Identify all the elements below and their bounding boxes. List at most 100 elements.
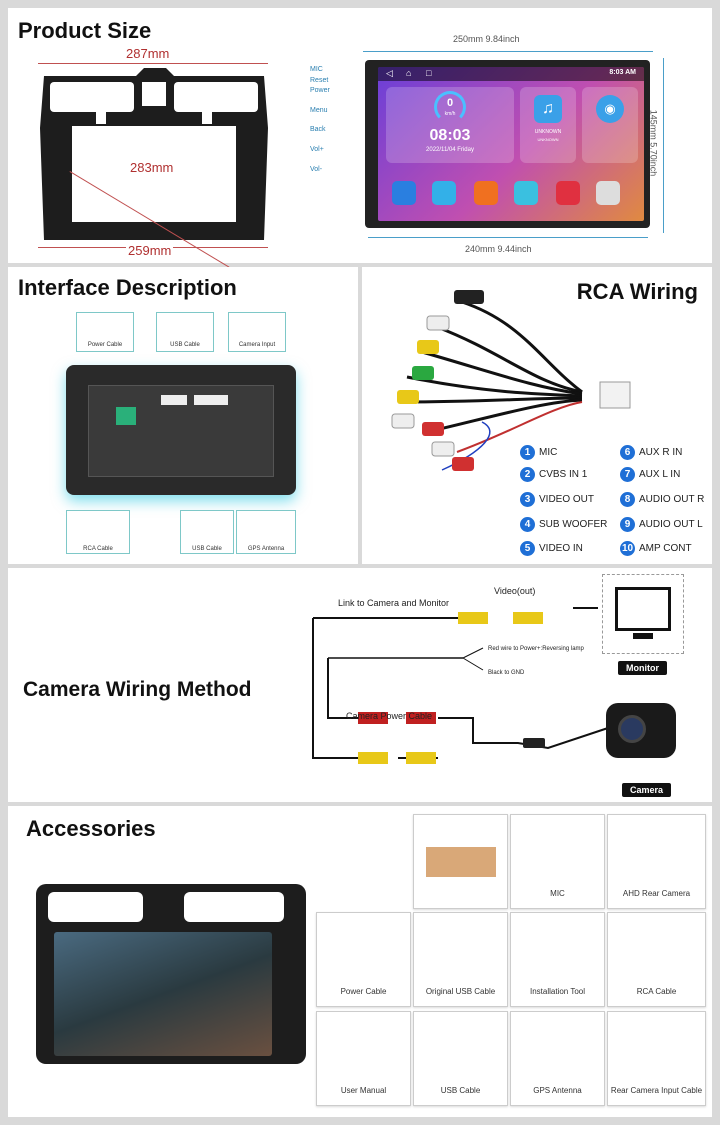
accessory-install-tool: Installation Tool xyxy=(510,912,605,1007)
recent-icon[interactable]: □ xyxy=(426,68,432,78)
accessory-frame xyxy=(413,814,508,909)
unit-back-image xyxy=(66,365,296,495)
unit-bottom-label: 240mm 9.44inch xyxy=(465,244,532,254)
interface-title: Interface Description xyxy=(18,275,237,300)
record-icon[interactable] xyxy=(556,181,580,205)
accessories-panel: Accessories MIC AHD Rear Camera Power Ca… xyxy=(8,806,712,1117)
radio-card[interactable]: ◉ xyxy=(582,87,638,163)
product-size-panel: Product Size 287mm 283mm 259mm 250mm 9.8… xyxy=(8,8,712,268)
speed-value: 0 xyxy=(446,97,454,109)
camera-input-label: Camera Input xyxy=(238,342,276,348)
monitor-image xyxy=(602,574,684,654)
usb-cable-box-bottom xyxy=(180,510,234,554)
rca-harness-image xyxy=(391,290,631,471)
accessory-mic: MIC xyxy=(510,814,605,909)
accessory-usb-cable: USB Cable xyxy=(413,1011,508,1106)
navigation-icon[interactable] xyxy=(432,181,456,205)
dash-frame-image xyxy=(40,68,268,240)
video-out-label: Video(out) xyxy=(494,586,536,596)
accessory-usb-original: Original USB Cable xyxy=(413,912,508,1007)
gps-antenna-label: GPS Antenna xyxy=(247,546,285,552)
accessory-rca-cable: RCA Cable xyxy=(607,912,706,1007)
installed-top-cutout-right xyxy=(184,892,284,922)
installed-unit-image xyxy=(36,884,306,1064)
power-cable-label-cam: Camera Power Cable xyxy=(346,711,433,721)
btn-label-menu: Menu xyxy=(310,107,328,114)
camera-input-box xyxy=(228,312,286,352)
port-white-1 xyxy=(161,395,187,405)
head-unit-screen: ◁ ⌂ □ 8:03 AM 0 km/h 08:03 2022/11/04 Fr… xyxy=(378,67,644,221)
frame-box-image xyxy=(426,847,496,877)
camera-image xyxy=(606,703,676,758)
head-unit: ◁ ⌂ □ 8:03 AM 0 km/h 08:03 2022/11/04 Fr… xyxy=(365,60,650,228)
btn-label-voldown: Vol- xyxy=(310,166,323,173)
btn-label-reset: Reset xyxy=(310,77,329,84)
unit-height-line xyxy=(663,58,664,233)
status-bar: ◁ ⌂ □ 8:03 AM xyxy=(378,67,644,81)
back-icon[interactable]: ◁ xyxy=(386,68,393,78)
unit-bottom-line xyxy=(368,237,648,238)
speedometer-icon xyxy=(434,91,466,123)
phone-icon[interactable] xyxy=(474,181,498,205)
product-size-title: Product Size xyxy=(18,18,152,43)
settings-icon[interactable] xyxy=(596,181,620,205)
music-card[interactable]: ♫ UNKNOWN UNKNOWN xyxy=(520,87,576,163)
unit-width-label: 250mm 9.84inch xyxy=(453,34,520,44)
apps-icon[interactable] xyxy=(392,181,416,205)
btn-label-mic: MIC xyxy=(310,66,323,73)
black-wire-label: Black to GND xyxy=(488,670,525,676)
accessory-rear-camera-cable: Rear Camera Input Cable xyxy=(607,1011,706,1106)
music-title: UNKNOWN xyxy=(534,129,562,135)
music-artist: UNKNOWN xyxy=(537,137,559,142)
frame-bottom-label: 259mm xyxy=(126,243,174,258)
frame-diagonal-label: 283mm xyxy=(128,160,176,175)
monitor-stand xyxy=(633,633,653,639)
music-note-icon: ♫ xyxy=(534,95,562,123)
frame-width-line xyxy=(38,63,268,64)
power-cable-box xyxy=(76,312,134,352)
red-wire-label: Red wire to Power+:Reversing lamp xyxy=(488,646,584,652)
rca-title: RCA Wiring xyxy=(576,279,698,304)
camera-badge: Camera xyxy=(622,783,672,797)
rca-cable-label: RCA Cable xyxy=(83,546,113,552)
frame-width-label: 287mm xyxy=(126,46,170,61)
gps-antenna-box xyxy=(236,510,296,554)
rca-cable-box xyxy=(66,510,130,554)
port-green xyxy=(116,407,136,425)
power-cable-label: Power Cable xyxy=(87,342,123,348)
radio-icon: ◉ xyxy=(596,95,624,123)
usb-cable-label-top: USB Cable xyxy=(170,342,200,348)
link-label: Link to Camera and Monitor xyxy=(338,598,450,608)
accessory-user-manual: User Manual xyxy=(316,1011,411,1106)
clock-time: 08:03 xyxy=(429,127,471,144)
usb-cable-label-bottom: USB Cable xyxy=(192,546,222,552)
unit-width-line xyxy=(363,51,653,52)
accessory-ahd-camera: AHD Rear Camera xyxy=(607,814,706,909)
clock-date: 2022/11/04 Friday xyxy=(426,147,474,153)
home-icon[interactable]: ⌂ xyxy=(406,68,412,78)
btn-label-power: Power xyxy=(310,87,330,94)
camera-title: Camera Wiring Method xyxy=(23,678,252,701)
app-dock xyxy=(386,179,636,209)
accessories-title: Accessories xyxy=(26,816,156,841)
camera-wiring-diagram xyxy=(312,607,609,764)
installed-screen xyxy=(54,932,272,1056)
btn-label-volup: Vol+ xyxy=(310,146,324,153)
accessory-gps-antenna: GPS Antenna xyxy=(510,1011,605,1106)
monitor-screen xyxy=(615,587,671,631)
clock-card: 0 km/h 08:03 2022/11/04 Friday xyxy=(386,87,514,163)
accessory-power-cable: Power Cable xyxy=(316,912,411,1007)
speed-unit: km/h xyxy=(444,111,456,117)
video-icon[interactable] xyxy=(514,181,538,205)
installed-top-cutout-left xyxy=(48,892,143,922)
